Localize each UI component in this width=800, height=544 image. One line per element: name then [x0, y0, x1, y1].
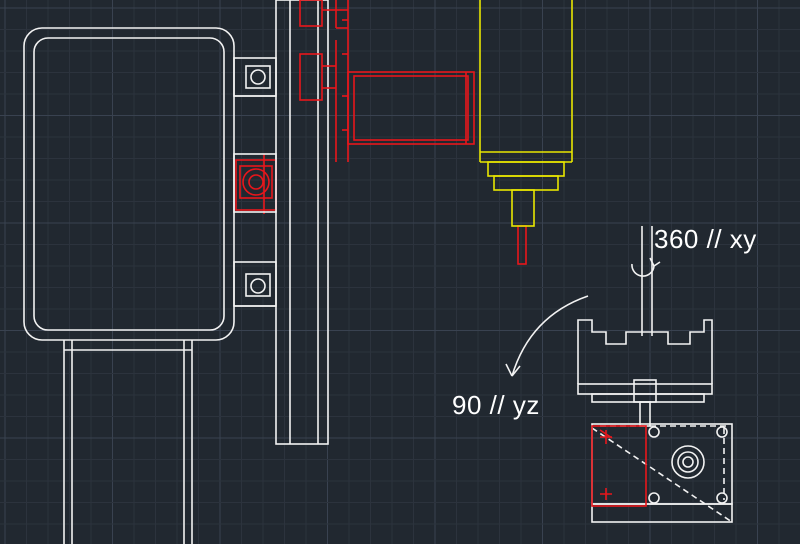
- hinge-top: [233, 57, 277, 97]
- motor-mount: [299, 40, 475, 162]
- bracket-top: [299, 0, 349, 40]
- rotary-base: [591, 423, 733, 523]
- enclosure-inner: [33, 37, 225, 331]
- rotation-axis-xy: [631, 226, 661, 336]
- rotary-chuck: [577, 319, 713, 427]
- red-components: [235, 0, 647, 507]
- hinge-bottom: [233, 261, 277, 307]
- vice-jaw-left: [591, 425, 647, 507]
- enclosure-outer: [23, 27, 235, 341]
- rotation-yz-label: 90 // yz: [452, 390, 540, 420]
- spindle-tool-holder: [511, 189, 535, 227]
- machine-frame: [23, 0, 733, 544]
- rotation-xy-label: 360 // xy: [654, 224, 757, 254]
- vertical-column: [275, 0, 329, 445]
- enclosure-stand: [63, 340, 193, 544]
- rotation-arrow-yz: [505, 295, 589, 377]
- spindle-head: [479, 0, 573, 227]
